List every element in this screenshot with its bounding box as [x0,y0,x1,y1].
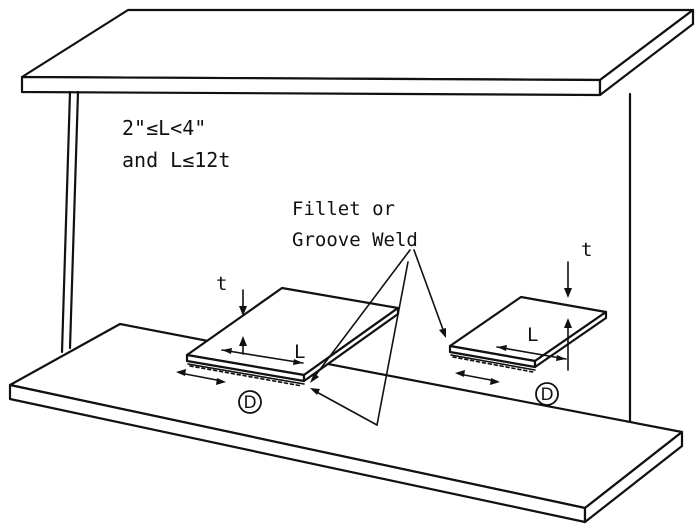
web-plate [60,90,632,424]
condition-text-line1: 2"≤L<4" [122,116,206,140]
attachment-plate-right [448,295,608,373]
condition-text-line2: and L≤12t [122,148,230,172]
dimension-l-left [221,348,304,365]
weld-bead-right [450,354,536,371]
top-flange [20,8,695,97]
thickness-arrow-right [564,261,572,371]
weld-leader-lines [310,249,446,426]
length-label-right: L [527,324,538,346]
weld-label-line1: Fillet or [292,198,395,220]
weld-bead-left [187,363,305,385]
thickness-arrow-left [239,289,247,355]
category-symbol-left: D [238,390,262,414]
weld-label-line2: Groove Weld [292,229,418,251]
dimension-l-right [496,345,567,361]
bottom-flange [8,322,684,524]
thickness-label-right: t [581,239,592,261]
category-symbol-left-text: D [243,393,256,413]
category-symbol-right-text: D [540,385,553,405]
length-label-left: L [294,341,305,363]
stress-arrow-right [455,370,500,385]
category-symbol-right: D [535,382,559,406]
thickness-label-left: t [216,273,227,295]
stress-arrow-left [176,369,226,385]
